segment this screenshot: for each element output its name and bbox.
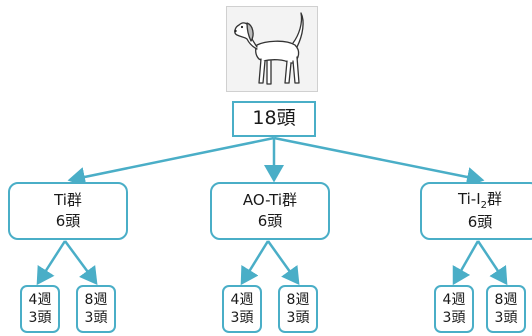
leaf-count: 3頭 bbox=[230, 310, 254, 326]
leaf-node: 8週 3頭 bbox=[76, 285, 116, 333]
leaf-count: 3頭 bbox=[494, 310, 518, 326]
leaf-node: 8週 3頭 bbox=[486, 285, 526, 333]
group-node-ao-ti: AO-Ti群 6頭 bbox=[210, 182, 330, 240]
leaf-count: 3頭 bbox=[286, 310, 310, 326]
leaf-period: 8週 bbox=[494, 291, 518, 308]
root-node: 18頭 bbox=[232, 101, 316, 137]
root-label: 18頭 bbox=[252, 107, 296, 130]
leaf-period: 4週 bbox=[230, 291, 254, 308]
group-node-ti-i2: Ti-I2群 6頭 bbox=[420, 182, 532, 240]
group-count: 6頭 bbox=[467, 212, 493, 231]
leaf-period: 4週 bbox=[28, 291, 52, 308]
leaf-node: 8週 3頭 bbox=[278, 285, 318, 333]
leaf-node: 4週 3頭 bbox=[222, 285, 262, 333]
leaf-count: 3頭 bbox=[28, 310, 52, 326]
leaf-node: 4週 3頭 bbox=[434, 285, 474, 333]
leaf-count: 3頭 bbox=[84, 310, 108, 326]
group-name: Ti-I2群 bbox=[457, 190, 503, 212]
beagle-dog-icon bbox=[226, 6, 318, 92]
leaf-count: 3頭 bbox=[442, 310, 466, 326]
leaf-period: 8週 bbox=[286, 291, 310, 308]
group-name: Ti群 bbox=[54, 190, 82, 209]
leaf-node: 4週 3頭 bbox=[20, 285, 60, 333]
group-count: 6頭 bbox=[55, 212, 81, 231]
group-name: AO-Ti群 bbox=[242, 190, 298, 209]
group-count: 6頭 bbox=[257, 212, 283, 231]
leaf-period: 8週 bbox=[84, 291, 108, 308]
leaf-period: 4週 bbox=[442, 291, 466, 308]
group-node-ti: Ti群 6頭 bbox=[8, 182, 128, 240]
